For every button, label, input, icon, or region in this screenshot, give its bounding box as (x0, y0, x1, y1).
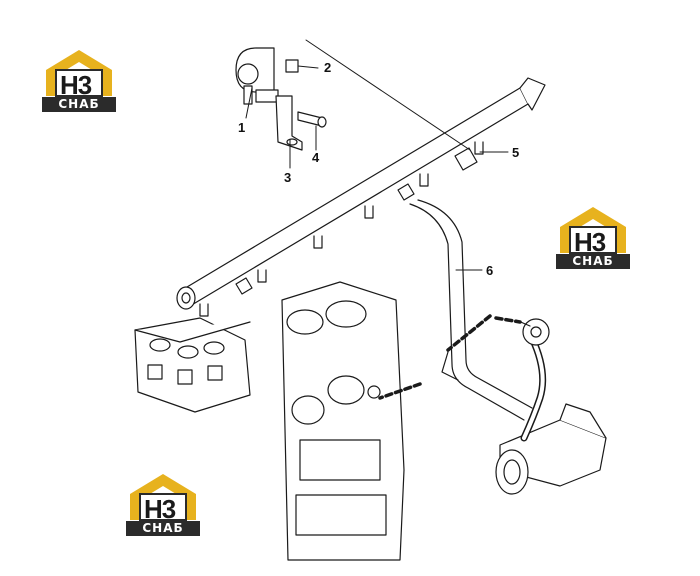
logo-brand-text: Н3 (574, 227, 606, 257)
fuel-rail (176, 77, 546, 317)
house-roof-icon (130, 474, 196, 521)
logo-brand-text: Н3 (144, 494, 176, 524)
cylinder-head (134, 317, 251, 413)
bolt (297, 111, 327, 128)
watermark-logo: Н3 СНАБ (556, 205, 630, 275)
routing-dash-lines (378, 314, 522, 400)
callout-1: 1 (238, 120, 245, 135)
logo-brand-bar: СНАБ (556, 254, 630, 269)
callout-6: 6 (486, 263, 493, 278)
watermark-logo: Н3 СНАБ (126, 472, 200, 542)
logo-brand-text: Н3 (60, 70, 92, 100)
flexible-hose (520, 334, 547, 442)
fuel-pump (495, 403, 607, 495)
logo-brand-bar: СНАБ (42, 97, 116, 112)
house-roof-icon (560, 207, 626, 254)
callout-4: 4 (312, 150, 320, 165)
callout-5: 5 (512, 145, 519, 160)
banjo-fitting (515, 318, 550, 346)
logo-brand-bar: СНАБ (126, 521, 200, 536)
house-roof-icon (46, 50, 112, 97)
leader-lines (245, 39, 509, 271)
callout-3: 3 (284, 170, 291, 185)
watermark-logo: Н3 СНАБ (42, 48, 116, 118)
engine-block (281, 281, 405, 561)
callout-2: 2 (324, 60, 331, 75)
bracket (275, 95, 303, 151)
nut (285, 59, 299, 73)
clamp (235, 47, 279, 105)
fuel-return-pipe (409, 199, 533, 421)
